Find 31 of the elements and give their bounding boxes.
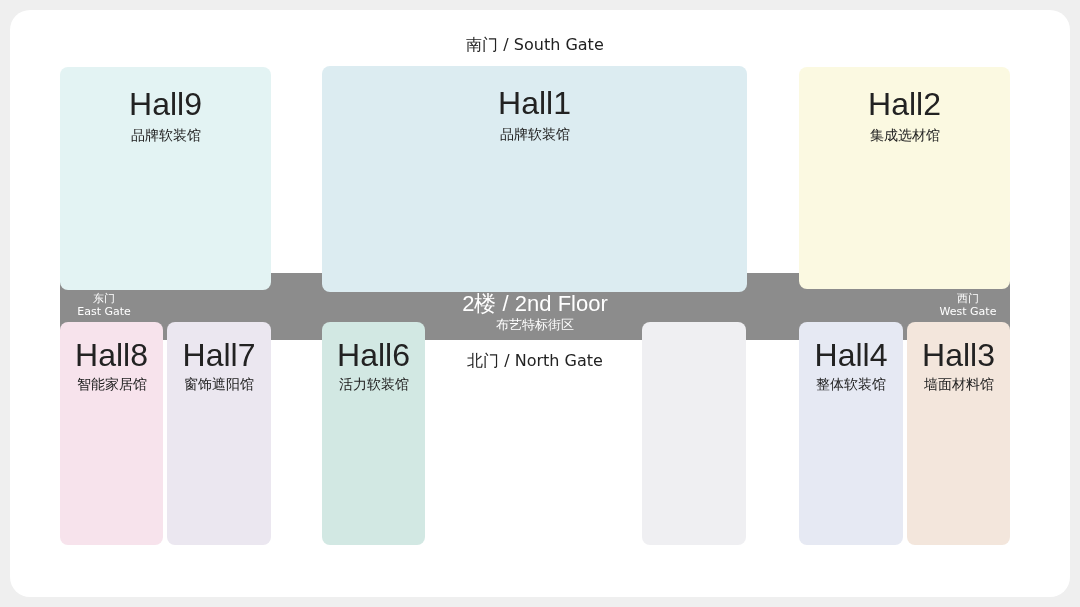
- hall-category: 活力软装馆: [337, 377, 410, 391]
- hall-box: [167, 322, 271, 545]
- hall-name: Hall8: [74, 339, 149, 371]
- gate-label: 西门 West Gate: [938, 293, 998, 319]
- gate-label: 南门 / South Gate: [465, 36, 605, 55]
- hall-name: Hall4: [813, 339, 889, 371]
- hall-box: [799, 67, 1010, 289]
- hall-name: Hall2: [867, 88, 942, 120]
- hall-name: Hall3: [921, 339, 996, 371]
- hall-box: [60, 322, 163, 545]
- hall-box: [322, 66, 747, 292]
- hall-category: 智能家居馆: [75, 377, 148, 391]
- hall-category: 墙面材料馆: [922, 377, 995, 391]
- hall-category: 品牌软装馆: [498, 127, 571, 141]
- hall-category: 窗饰遮阳馆: [183, 377, 255, 391]
- zone-name: 布艺特标街区: [495, 318, 575, 331]
- gate-label: 北门 / North Gate: [466, 352, 604, 371]
- hall-box: [322, 322, 425, 545]
- hall-box: [799, 322, 903, 545]
- hall-name: Hall1: [497, 87, 572, 119]
- hall-category: 集成选材馆: [868, 128, 941, 142]
- hall-box: [907, 322, 1010, 545]
- gate-label: 东门 East Gate: [76, 293, 132, 319]
- hall-name: Hall7: [181, 339, 257, 371]
- hall-box: [60, 67, 271, 290]
- hall-name: Hall9: [128, 88, 203, 120]
- hall-category: 品牌软装馆: [129, 128, 202, 142]
- hall-category: 整体软装馆: [815, 377, 887, 391]
- floor-title: 2楼 / 2nd Floor: [461, 293, 609, 315]
- hall-name: Hall6: [336, 339, 411, 371]
- empty-hall-box: [642, 322, 746, 545]
